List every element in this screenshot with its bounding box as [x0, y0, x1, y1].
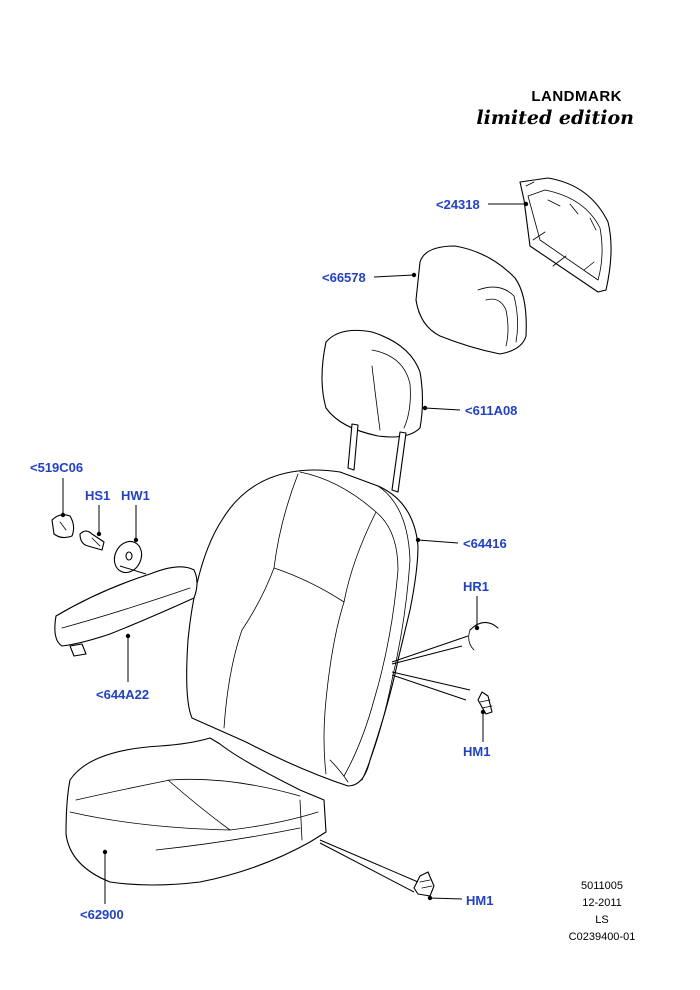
reference-model: LS: [595, 914, 609, 926]
label-519C06: <519C06: [30, 460, 83, 475]
armrest: [54, 566, 198, 657]
brand-subtitle: limited edition: [476, 107, 634, 129]
reference-code: 5011005: [580, 880, 623, 892]
headrest-cover: [415, 245, 527, 355]
label-HS1: HS1: [85, 488, 110, 503]
label-66578: <66578: [322, 270, 366, 285]
push-fastener-lower: [413, 871, 435, 897]
headrest-back-panel: [519, 177, 612, 293]
label-HR1: HR1: [463, 579, 489, 594]
label-64416: <64416: [463, 536, 507, 551]
armrest-cap: [51, 514, 75, 539]
brand-block: LANDMARK limited edition: [476, 88, 634, 129]
leader-lines: [60, 201, 529, 904]
label-62900: <62900: [80, 907, 124, 922]
label-611A08: <611A08: [465, 403, 517, 418]
armrest-screw: [79, 530, 105, 551]
armrest-washer: [113, 540, 143, 574]
label-24318: <24318: [436, 197, 480, 212]
label-HM1-lower: HM1: [466, 893, 493, 908]
reference-block: 5011005 12-2011 LS C0239400-01: [552, 878, 652, 946]
label-HM1-upper: HM1: [463, 744, 490, 759]
headrest: [321, 329, 424, 493]
label-644A22: <644A22: [96, 687, 149, 702]
push-fastener-upper: [477, 691, 493, 715]
label-HW1: HW1: [121, 488, 150, 503]
seat-back: [186, 469, 419, 787]
seat-cushion: [65, 737, 327, 886]
reference-drawing-id: C0239400-01: [568, 931, 636, 943]
reference-date: 12-2011: [582, 897, 622, 909]
brand-name: LANDMARK: [531, 88, 622, 105]
hook-clip: [468, 621, 499, 651]
